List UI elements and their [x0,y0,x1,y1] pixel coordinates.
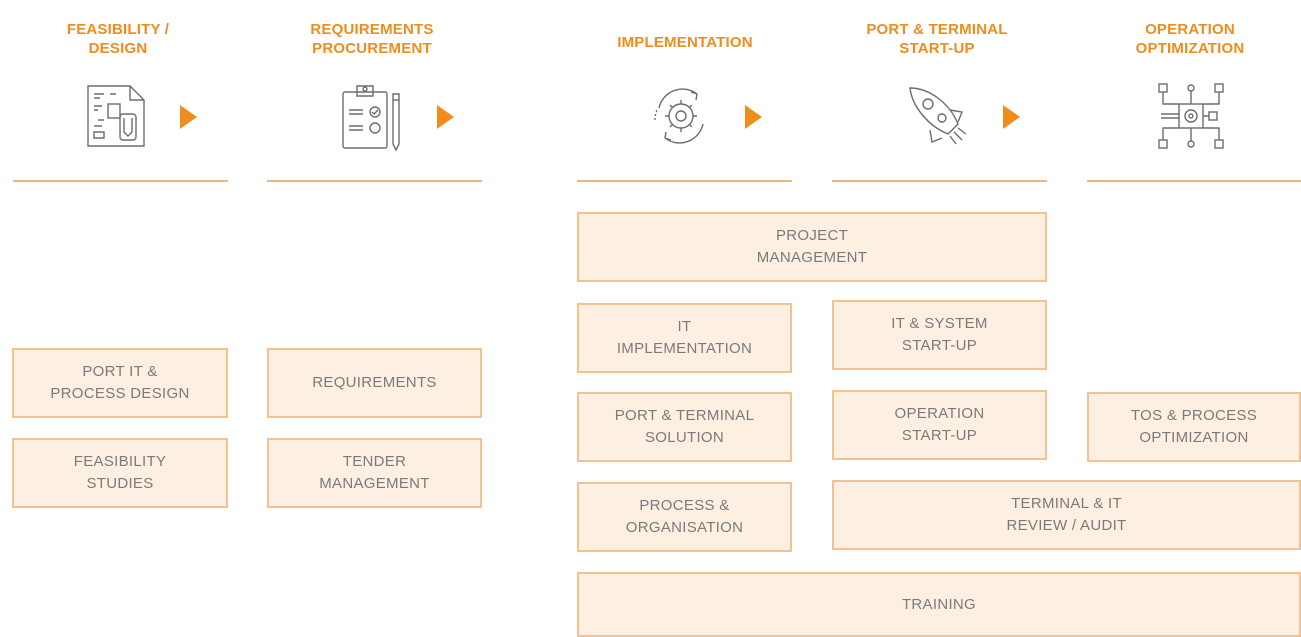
box-feasibility-studies: FEASIBILITY STUDIES [12,438,228,508]
box-tos-process-optimization: TOS & PROCESS OPTIMIZATION [1087,392,1301,462]
phase-title-line1: FEASIBILITY / [66,21,170,38]
box-line2: ORGANISATION [625,519,744,536]
box-line2: MANAGEMENT [756,249,868,266]
box-line1: FEASIBILITY [73,453,167,470]
phase-title-line1: OPERATION [1145,21,1235,38]
box-line1: PORT IT & [82,363,158,380]
phase-arrow-icon [1003,105,1020,129]
phase-title-line1: REQUIREMENTS [310,21,434,38]
box-process-organisation: PROCESS & ORGANISATION [577,482,792,552]
box-it-implementation: IT IMPLEMENTATION [577,303,792,373]
gear-cycle-icon [654,88,704,144]
phase-title-requirements: REQUIREMENTS PROCUREMENT [257,20,487,58]
box-line1: TENDER [342,453,407,470]
phase-arrow-icon [745,105,762,129]
rocket-icon [909,87,967,145]
phase-arrow-icon [180,105,197,129]
box-line2: MANAGEMENT [319,475,430,492]
box-line2: START-UP [901,337,978,354]
box-line2: REVIEW / AUDIT [1006,517,1127,534]
phase-title-line1: PORT & TERMINAL [866,21,1008,38]
phase-divider [267,180,482,182]
box-line1: PORT & TERMINAL [614,407,755,424]
box-line2: PROCESS DESIGN [50,385,190,402]
phase-divider [577,180,792,182]
blueprint-document-icon [87,85,145,147]
box-line1: OPERATION [894,405,985,422]
phase-arrow-icon [437,105,454,129]
phase-title-line2: START-UP [899,40,975,57]
phase-title-line1: IMPLEMENTATION [617,34,753,51]
box-line1: TRAINING [901,595,977,613]
box-line1: TOS & PROCESS [1130,407,1258,424]
phase-title-line2: OPTIMIZATION [1135,40,1245,57]
phase-divider [832,180,1047,182]
box-terminal-it-review-audit: TERMINAL & IT REVIEW / AUDIT [832,480,1301,550]
box-requirements: REQUIREMENTS [267,348,482,418]
box-line2: IMPLEMENTATION [616,340,753,357]
box-line1: PROJECT [775,227,849,244]
box-line2: STUDIES [86,475,154,492]
box-port-terminal-solution: PORT & TERMINAL SOLUTION [577,392,792,462]
phase-title-line2: PROCUREMENT [312,40,432,57]
box-line1: PROCESS & [639,497,730,514]
box-line1: REQUIREMENTS [312,374,437,391]
phase-title-implementation: IMPLEMENTATION [570,33,800,52]
circuit-chip-icon [1158,83,1224,149]
box-project-management: PROJECT MANAGEMENT [577,212,1047,282]
phase-title-operation-optimization: OPERATION OPTIMIZATION [1075,20,1301,58]
box-line2: OPTIMIZATION [1139,429,1249,446]
box-tender-management: TENDER MANAGEMENT [267,438,482,508]
box-line1: IT & SYSTEM [891,315,988,332]
phase-title-feasibility: FEASIBILITY / DESIGN [3,20,233,58]
box-operation-startup: OPERATION START-UP [832,390,1047,460]
box-training: TRAINING [577,572,1301,637]
phase-title-port-terminal-startup: PORT & TERMINAL START-UP [822,20,1052,58]
phase-divider [1087,180,1301,182]
box-port-it-process-design: PORT IT & PROCESS DESIGN [12,348,228,418]
clipboard-checklist-icon [342,85,400,152]
box-it-system-startup: IT & SYSTEM START-UP [832,300,1047,370]
box-line2: SOLUTION [644,429,725,446]
phase-title-line2: DESIGN [88,40,148,57]
box-line1: TERMINAL & IT [1011,495,1122,512]
phase-divider [13,180,228,182]
box-line2: START-UP [901,427,978,444]
box-line1: IT [677,318,692,335]
